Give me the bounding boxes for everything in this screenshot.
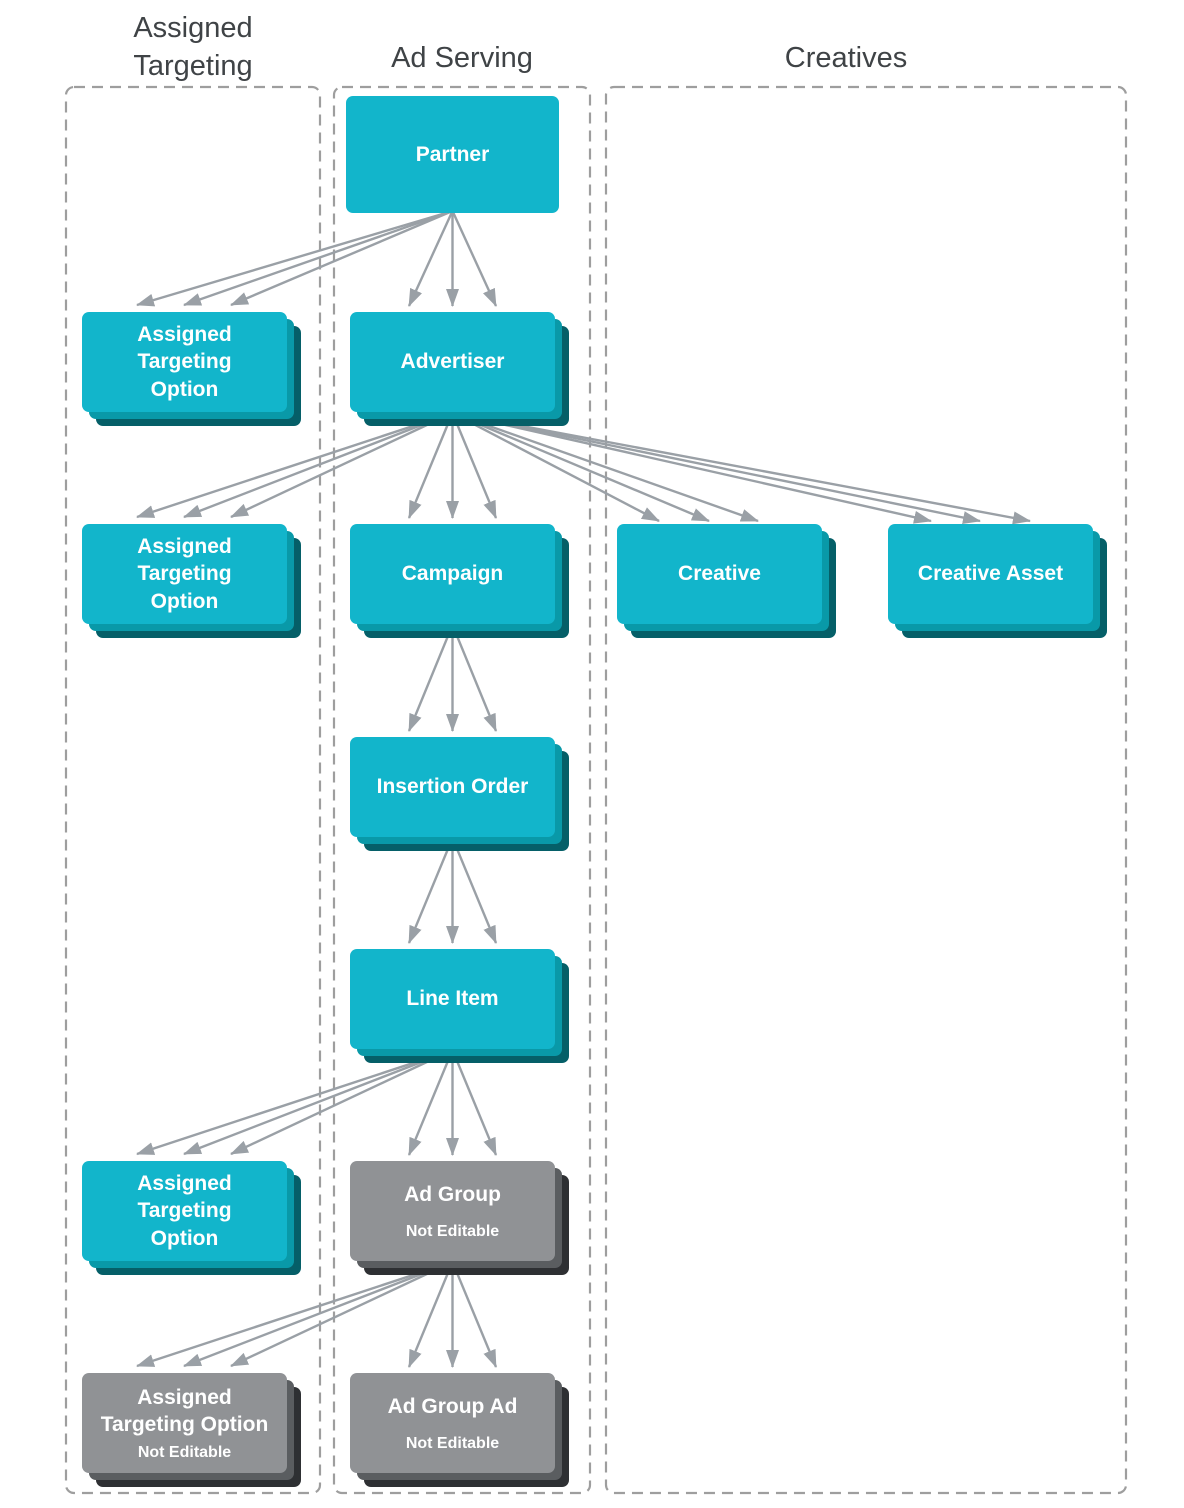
node-ad-group-ad-sublabel: Not Editable xyxy=(405,1434,500,1452)
node-ad-group-label: Ad Group xyxy=(404,1183,501,1207)
node-partner-label: Partner xyxy=(415,142,490,166)
node-assigned-targeting-option-label: Assigned Targeting Option xyxy=(137,535,232,613)
edge-advertiser-assigned-targeting-option xyxy=(136,411,454,519)
edge-partner-assigned-targeting-option xyxy=(136,209,453,307)
node-assigned-targeting-option-partner: Assigned Targeting Option xyxy=(82,312,301,426)
node-assigned-targeting-option-label: Assigned Targeting Option xyxy=(137,1172,232,1250)
column-title-ad-serving: Ad Serving xyxy=(391,42,533,74)
column-frame-creatives xyxy=(604,85,1128,1495)
node-assigned-targeting-option-sublabel: Not Editable xyxy=(137,1444,232,1462)
node-line-item: Line Item xyxy=(350,949,569,1063)
column-frame-assigned-targeting xyxy=(64,85,322,1495)
node-line-item-label: Line Item xyxy=(406,987,499,1011)
edge-advertiser-creative xyxy=(451,411,759,523)
node-creative-asset-label: Creative Asset xyxy=(917,562,1064,586)
node-ad-group-ad-label: Ad Group Ad xyxy=(387,1395,518,1419)
node-ad-group-sublabel: Not Editable xyxy=(405,1222,500,1240)
node-campaign: Campaign xyxy=(350,524,569,638)
node-creative: Creative xyxy=(617,524,836,638)
node-assigned-targeting-option-label: Assigned Targeting Option xyxy=(100,1385,269,1436)
edge-advertiser-campaign xyxy=(407,412,498,519)
node-insertion-order: Insertion Order xyxy=(350,737,569,851)
edge-campaign-insertion-order xyxy=(407,624,498,732)
column-frame-ad-serving xyxy=(332,85,592,1495)
edge-partner-advertiser xyxy=(407,210,498,307)
node-assigned-targeting-option-label: Assigned Targeting Option xyxy=(137,323,232,401)
node-assigned-targeting-option-not-editable: Assigned Targeting Option Not Editable xyxy=(82,1373,301,1487)
node-assigned-targeting-option-line-item: Assigned Targeting Option xyxy=(82,1161,301,1275)
node-assigned-targeting-option-advertiser: Assigned Targeting Option xyxy=(82,524,301,638)
node-ad-group-ad: Ad Group Ad Not Editable xyxy=(350,1373,569,1487)
edge-line-item-ad-group xyxy=(407,1049,498,1156)
column-title-assigned-targeting: Assigned Targeting xyxy=(133,12,253,82)
node-creative-asset: Creative Asset xyxy=(888,524,1107,638)
node-partner: Partner xyxy=(346,96,559,213)
edge-insertion-order-line-item xyxy=(407,837,498,944)
edge-line-item-assigned-targeting-option xyxy=(136,1048,454,1156)
node-advertiser-label: Advertiser xyxy=(400,350,505,374)
node-creative-label: Creative xyxy=(678,562,761,586)
column-title-creatives: Creatives xyxy=(784,42,908,74)
edge-ad-group-ad-group-ad xyxy=(407,1261,498,1368)
node-ad-group: Ad Group Not Editable xyxy=(350,1161,569,1275)
node-insertion-order-label: Insertion Order xyxy=(376,775,529,799)
node-advertiser: Advertiser xyxy=(350,312,569,426)
edge-ad-group-assigned-targeting-option xyxy=(136,1260,454,1368)
node-campaign-label: Campaign xyxy=(401,562,504,586)
edge-advertiser-creative-asset xyxy=(452,411,1031,525)
